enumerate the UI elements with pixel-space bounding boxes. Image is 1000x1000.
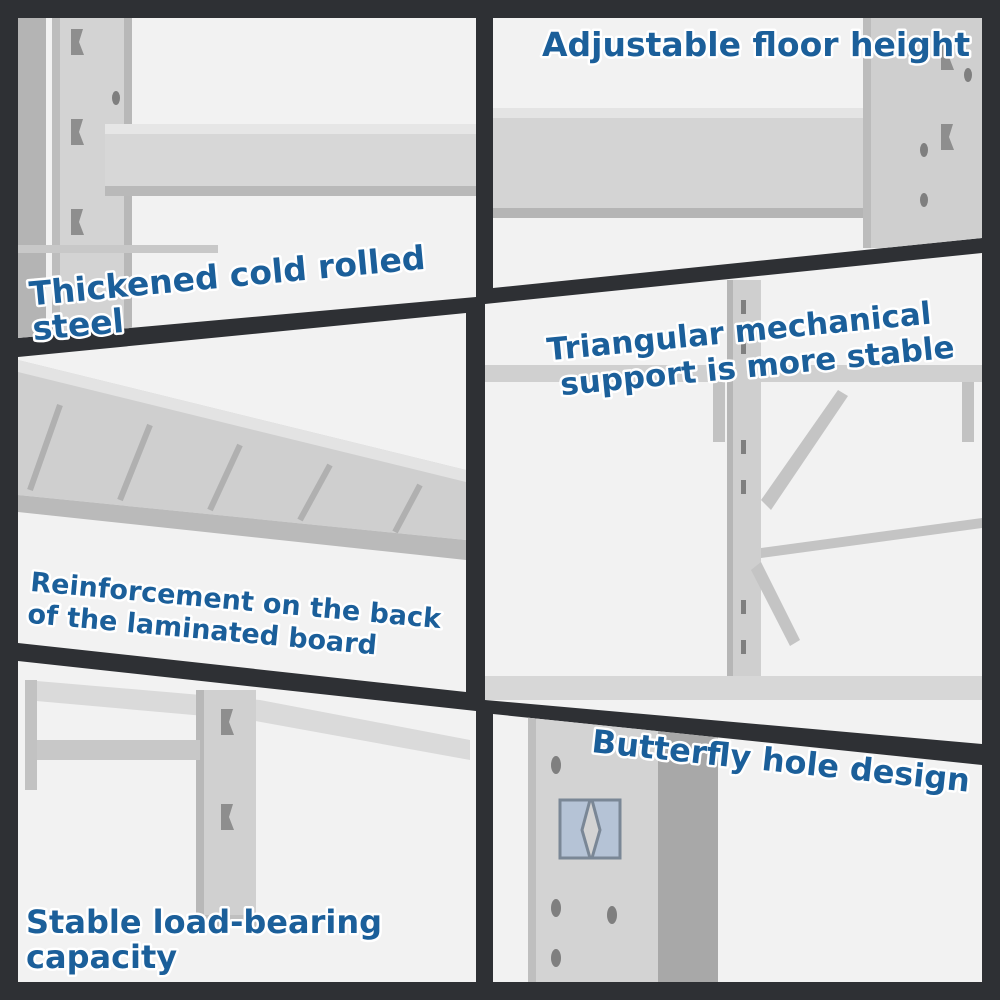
- panel-triangle: Triangular mechanical support is more st…: [485, 253, 982, 744]
- upright-illustration: [18, 18, 476, 338]
- panel-butterfly: Butterfly hole design: [493, 714, 982, 982]
- panel-floor-height: Adjustable floor height: [493, 18, 982, 288]
- panel-steel: Thickened cold rolled steel: [18, 18, 476, 351]
- corner-illustration: [25, 680, 470, 927]
- steel-caption-line-2: steel: [31, 301, 126, 348]
- floor-height-caption: Adjustable floor height: [542, 25, 970, 64]
- butterfly-hole-illustration: [528, 714, 718, 982]
- board-underside-illustration: [18, 360, 466, 560]
- load-caption-line-1: Stable load-bearing: [26, 903, 382, 941]
- frame-illustration: [485, 280, 982, 700]
- panel-board: Reinforcement on the back of the laminat…: [18, 313, 466, 692]
- panel-load: Stable load-bearing capacity: [18, 661, 476, 982]
- beam-illustration: [493, 18, 982, 248]
- load-caption-line-2: capacity: [26, 938, 177, 976]
- load-caption: Stable load-bearing capacity: [26, 903, 393, 976]
